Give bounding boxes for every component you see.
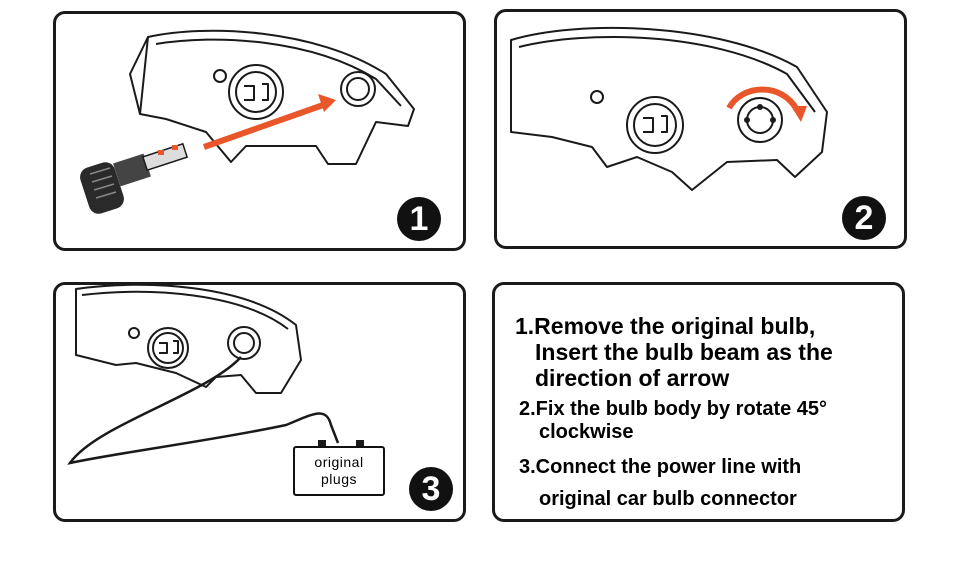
target-socket-outer [340, 71, 376, 107]
instruction-step-1: 1.Remove the original bulb, Insert the b… [515, 313, 833, 391]
step-2-panel: 2 [494, 9, 907, 249]
bulb-socket-inner [633, 103, 677, 147]
bulb-clip [244, 83, 269, 101]
installed-led-socket-inner [233, 332, 255, 354]
instruction-line: original car bulb connector [539, 488, 797, 510]
bulb-socket-inner [152, 332, 184, 364]
original-plugs-box: original plugs [293, 446, 385, 496]
plugs-label-line-1: original [314, 454, 364, 470]
target-socket-inner [346, 77, 370, 101]
small-mount-hole [128, 327, 140, 339]
instruction-line: direction of arrow [535, 365, 730, 391]
power-cable [67, 356, 340, 465]
bulb-socket-outer [147, 327, 189, 369]
insert-direction-arrow [203, 94, 336, 150]
instruction-line: 3.Connect the power line with [519, 456, 802, 478]
headlight-housing [139, 29, 415, 165]
step-1-panel: 1 [53, 11, 466, 251]
instruction-step-3: 3.Connect the power line with original c… [519, 456, 801, 511]
housing-inner-edge [518, 36, 816, 113]
housing-inner-edge [155, 38, 402, 107]
headlight-rotate-illustration [510, 26, 828, 191]
instruction-line: clockwise [539, 421, 634, 443]
bulb-clip [159, 340, 179, 354]
instruction-line: 2.Fix the bulb body by rotate 45° [519, 398, 828, 420]
instruction-line: 1.Remove the original bulb, [515, 313, 816, 339]
installed-led-socket-outer [227, 326, 261, 360]
bulb-socket-inner [235, 71, 277, 113]
step-3-panel: original plugs 3 [53, 282, 466, 522]
small-mount-hole [213, 69, 227, 83]
plug-pins [318, 440, 364, 447]
headlight-insert-illustration [80, 29, 415, 214]
instructions-panel: 1.Remove the original bulb, Insert the b… [492, 282, 905, 522]
clockwise-rotation-arrow [726, 86, 807, 122]
step-badge: 2 [842, 196, 886, 240]
bulb-socket-outer [228, 64, 284, 120]
small-mount-hole [590, 90, 604, 104]
bulb-clip [643, 115, 668, 133]
bulb-socket-outer [626, 96, 684, 154]
instruction-step-2: 2.Fix the bulb body by rotate 45° clockw… [519, 398, 827, 444]
rotating-socket-inner [746, 106, 774, 134]
headlight-housing [510, 26, 828, 191]
led-bulb [80, 142, 189, 214]
housing-flange [129, 36, 149, 115]
instruction-line: Insert the bulb beam as the [535, 339, 833, 365]
rotating-socket-outer [737, 97, 783, 143]
headlight-housing [75, 285, 302, 394]
headlight-connect-illustration [67, 285, 364, 465]
housing-inner-edge [81, 290, 289, 330]
step-badge: 1 [397, 197, 441, 241]
plugs-label-line-2: plugs [321, 471, 357, 487]
step-badge: 3 [409, 467, 453, 511]
